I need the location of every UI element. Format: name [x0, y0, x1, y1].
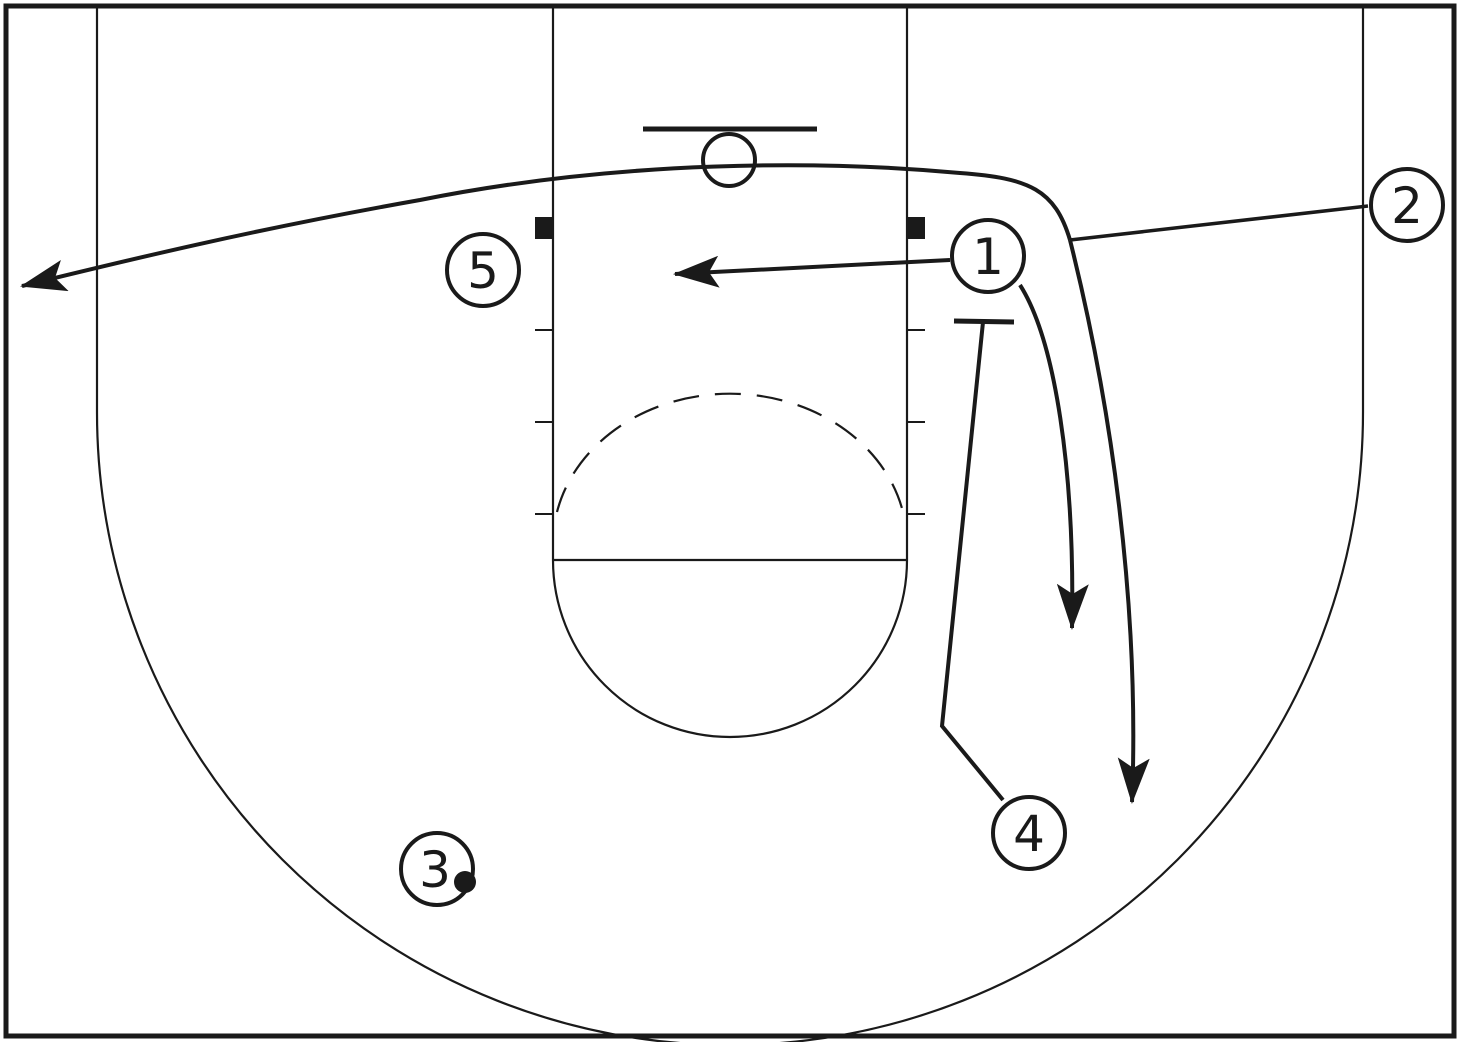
free-throw-circle-top-dashed: [555, 392, 905, 513]
player-2: 2: [1369, 167, 1445, 243]
player-3-label: 3: [419, 841, 451, 899]
dribble-1-to-left: [673, 255, 951, 288]
player-5-label: 5: [467, 242, 499, 300]
three-point-line: [95, 6, 1365, 1042]
free-throw-circle-bottom: [551, 559, 909, 739]
screen-4-bar: [953, 318, 1015, 325]
lane-hash-marks: [535, 329, 925, 515]
player-5: 5: [445, 232, 521, 308]
player-3: 3: [399, 831, 476, 907]
lane: [551, 6, 909, 562]
player-1-label: 1: [972, 228, 1004, 286]
court-boundary: [3, 3, 1457, 1039]
pass-2-to-1: [1069, 204, 1369, 242]
cut-1-down-lane: [1018, 283, 1089, 630]
player-4-label: 4: [1013, 805, 1045, 863]
screen-4: [939, 321, 1005, 802]
cut-2-down-right-side: [1068, 239, 1150, 804]
player-4: 4: [991, 795, 1067, 871]
player-1: 1: [950, 218, 1026, 294]
ball-icon: [454, 871, 476, 893]
hoop: [701, 132, 757, 188]
player-2-label: 2: [1391, 177, 1423, 235]
cut-2-baseline-to-left-wing: [20, 163, 1072, 292]
lane-blocks: [535, 217, 925, 239]
